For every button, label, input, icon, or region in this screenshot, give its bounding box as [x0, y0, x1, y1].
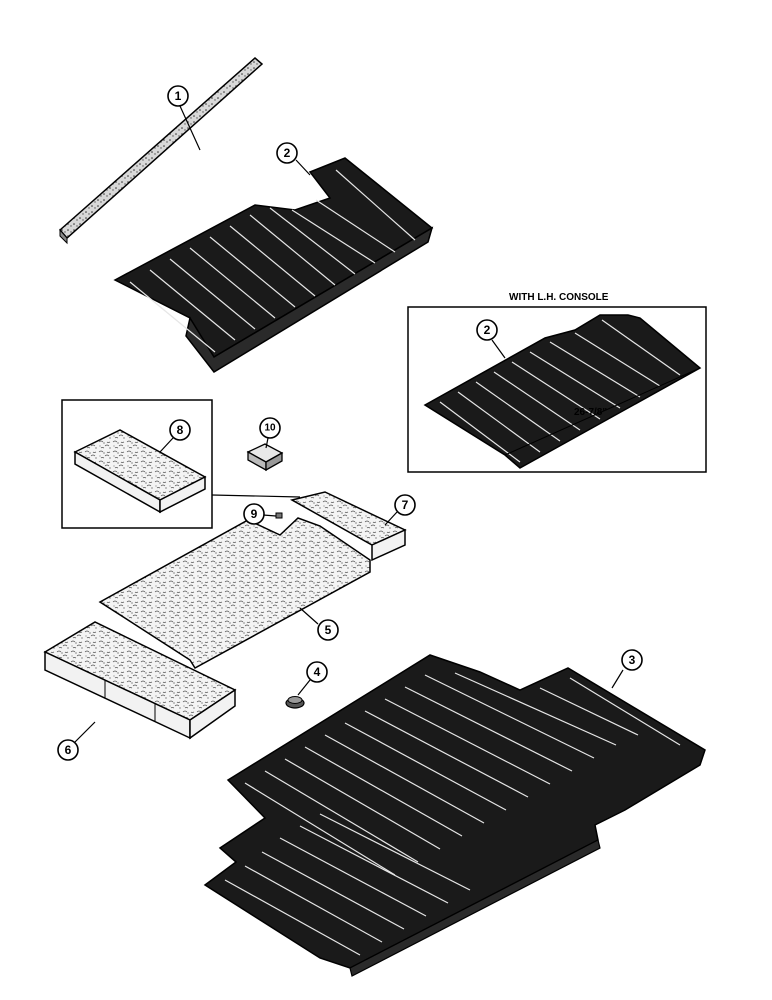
inset-part-8 [61, 399, 213, 529]
callout-7 [394, 494, 416, 516]
callout-1 [167, 85, 189, 107]
seal-strip [58, 57, 264, 245]
callout-1-label: 1 [175, 89, 182, 103]
callout-2-inset-label: 2 [484, 323, 491, 337]
inset-left-frame [61, 399, 213, 529]
callout-3 [621, 649, 643, 671]
callout-8-label: 8 [177, 423, 184, 437]
callout-6 [57, 739, 79, 761]
callout-9-label: 9 [251, 507, 258, 521]
callout-2 [276, 142, 298, 164]
block-part-10 [246, 443, 284, 472]
callout-4-label: 4 [314, 665, 321, 679]
inset-frame [407, 306, 707, 473]
callout-10 [259, 417, 281, 439]
inset-lh-console: WITH L.H. CONSOLE 26-7/8" [407, 292, 707, 473]
callout-5 [317, 619, 339, 641]
callout-2-inset [476, 319, 498, 341]
inset-connector [211, 494, 301, 498]
inset-caption: WITH L.H. CONSOLE [509, 292, 609, 303]
callout-3-label: 3 [629, 653, 636, 667]
callout-8 [169, 419, 191, 441]
callout-2-label: 2 [284, 146, 291, 160]
floor-mat-lower [203, 654, 706, 977]
plug-part-4 [285, 696, 305, 709]
callout-9 [243, 503, 265, 525]
callout-4 [306, 661, 328, 683]
callout-5-label: 5 [325, 623, 332, 637]
callout-10-label: 10 [264, 423, 276, 434]
floor-mat-upper [113, 157, 434, 373]
callouts: 1 2 2 3 4 5 6 7 8 9 [57, 85, 643, 761]
callout-6-label: 6 [65, 743, 72, 757]
foam-insulation [43, 491, 407, 740]
inset-dimension: 26-7/8" [574, 407, 607, 418]
foam-sheet-5 [98, 517, 371, 669]
callout-7-label: 7 [402, 498, 409, 512]
